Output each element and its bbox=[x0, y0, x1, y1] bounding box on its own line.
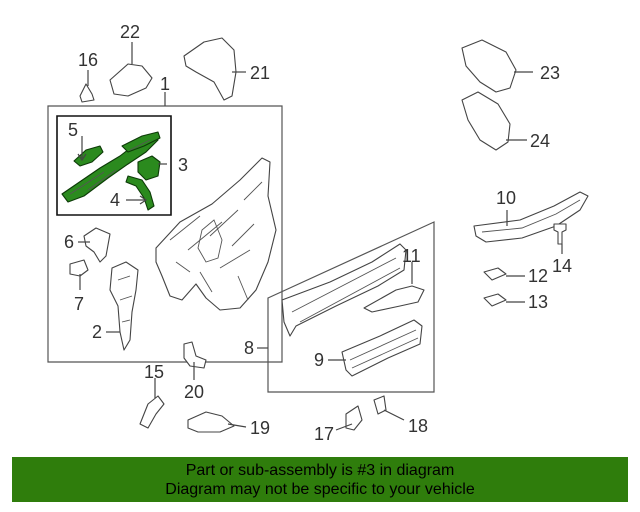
callout-12: 12 bbox=[528, 266, 548, 286]
callout-18: 18 bbox=[408, 416, 428, 436]
part-24-bracket bbox=[461, 91, 511, 151]
info-banner: Part or sub-assembly is #3 in diagram Di… bbox=[12, 457, 628, 502]
part-8-rail bbox=[281, 243, 407, 337]
callout-9: 9 bbox=[314, 350, 324, 370]
callout-13: 13 bbox=[528, 292, 548, 312]
callout-20: 20 bbox=[184, 382, 204, 402]
callout-1: 1 bbox=[160, 74, 170, 94]
callout-10: 10 bbox=[496, 188, 516, 208]
callout-2: 2 bbox=[92, 322, 102, 342]
callout-14: 14 bbox=[552, 256, 572, 276]
banner-line-1: Part or sub-assembly is #3 in diagram bbox=[185, 462, 455, 479]
assembly-1-box bbox=[47, 105, 283, 363]
part-10-sill bbox=[473, 191, 589, 243]
part-3-block bbox=[137, 155, 161, 181]
callout-22: 22 bbox=[120, 22, 140, 42]
part-7-clip bbox=[69, 259, 89, 277]
part-13-pad bbox=[483, 293, 507, 307]
highlighted-subassembly-3 bbox=[61, 131, 161, 211]
part-20-bracket bbox=[183, 341, 207, 369]
callout-3: 3 bbox=[178, 155, 188, 175]
assembly-8-box bbox=[267, 221, 435, 393]
callout-21: 21 bbox=[250, 63, 270, 83]
callout-4: 4 bbox=[110, 190, 120, 210]
part-5-bracket bbox=[73, 145, 104, 167]
part-4-brace bbox=[125, 175, 155, 211]
assembly-1-panel bbox=[69, 157, 277, 351]
part-11-brace bbox=[363, 285, 425, 313]
part-22-bracket bbox=[109, 63, 153, 97]
part-2-pillar bbox=[109, 261, 139, 351]
callout-5: 5 bbox=[68, 120, 78, 140]
assembly-8-rails bbox=[281, 243, 425, 377]
callout-23: 23 bbox=[540, 63, 560, 83]
callout-17: 17 bbox=[314, 424, 334, 444]
banner-line-2: Diagram may not be specific to your vehi… bbox=[165, 481, 475, 498]
part-16-clip bbox=[79, 83, 95, 103]
part-15-bracket bbox=[139, 395, 165, 429]
part-6-bracket bbox=[83, 227, 111, 263]
part-21-bracket bbox=[183, 37, 237, 101]
part-3-member-top bbox=[121, 131, 161, 153]
part-23-bracket bbox=[461, 39, 517, 93]
callout-7: 7 bbox=[74, 294, 84, 314]
part-14-bolt bbox=[553, 223, 567, 245]
callout-24: 24 bbox=[530, 131, 550, 151]
callout-labels: 1 2 3 4 5 6 7 8 9 10 11 12 13 14 15 16 1… bbox=[64, 22, 572, 444]
leader-lines bbox=[77, 42, 563, 431]
part-18-bracket bbox=[373, 395, 387, 415]
part-17-bracket bbox=[345, 405, 363, 431]
callout-6: 6 bbox=[64, 232, 74, 252]
callout-8: 8 bbox=[244, 338, 254, 358]
part-3-member bbox=[61, 133, 159, 203]
part-19-bracket bbox=[187, 411, 235, 433]
callout-11: 11 bbox=[402, 246, 421, 266]
part-12-pad bbox=[483, 267, 507, 281]
loose-parts bbox=[79, 37, 589, 433]
callout-15: 15 bbox=[144, 362, 164, 382]
subassembly-3-box bbox=[56, 115, 172, 216]
callout-16: 16 bbox=[78, 50, 98, 70]
part-9-rail bbox=[341, 319, 423, 377]
callout-19: 19 bbox=[250, 418, 270, 438]
